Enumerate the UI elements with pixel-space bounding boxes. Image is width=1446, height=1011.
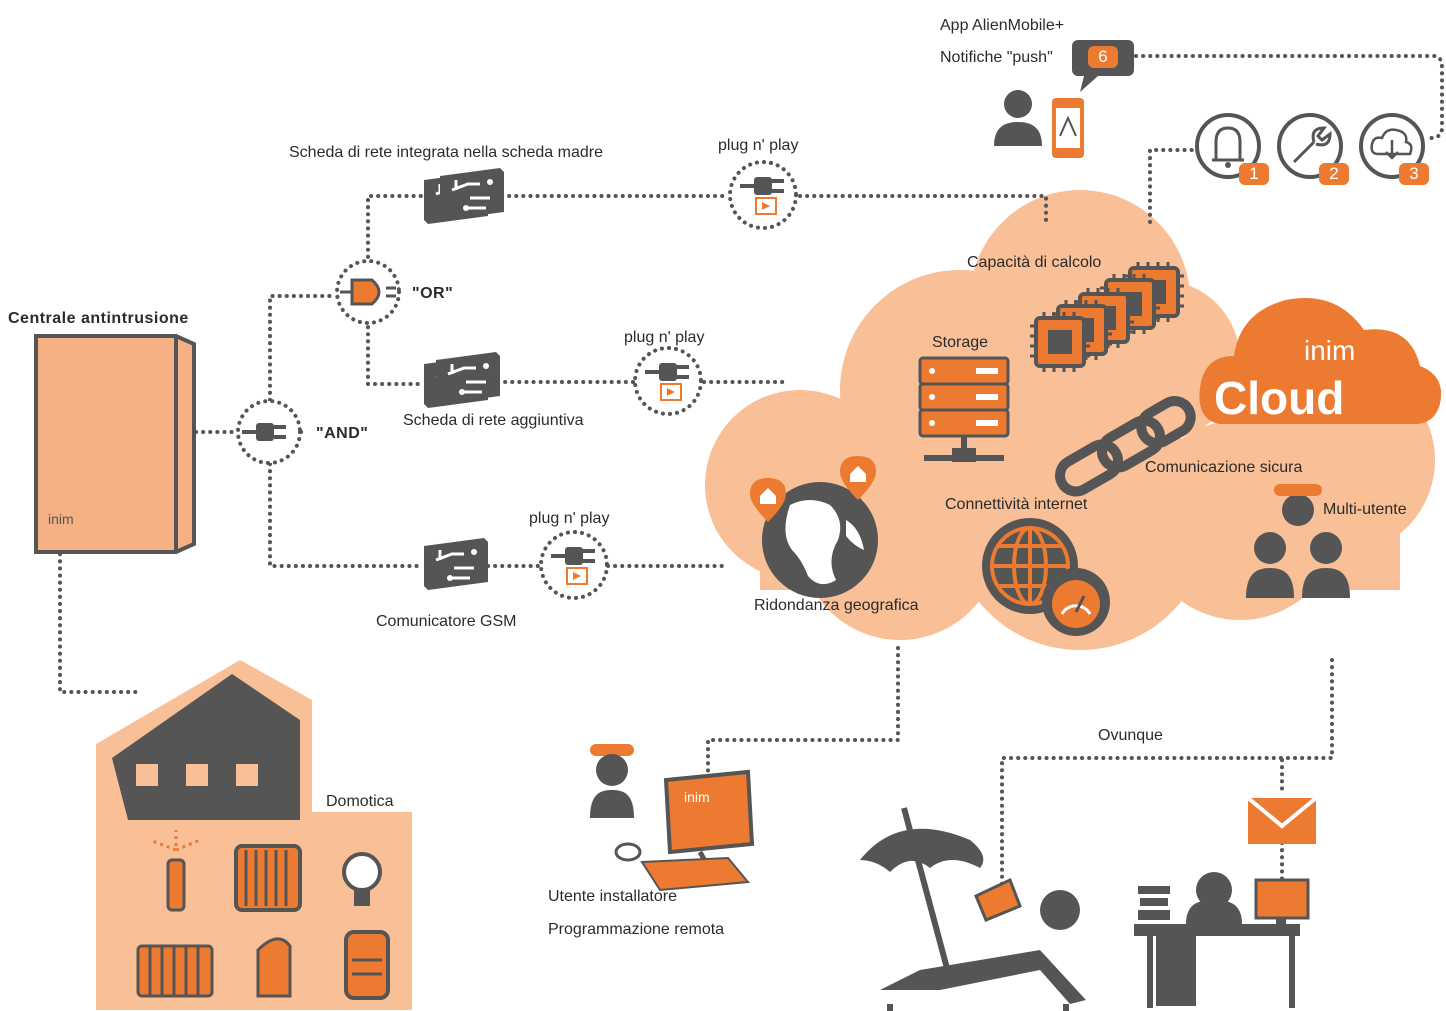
logo-brand-text: inim [1304, 335, 1355, 366]
umbrella-icon [860, 807, 984, 973]
logo-cloud-text: Cloud [1214, 372, 1344, 424]
badge-2: 2 [1319, 163, 1349, 185]
remote-programming-label: Programmazione remota [548, 921, 725, 938]
connectivity-label: Connettività internet [945, 496, 1088, 513]
badge-3: 3 [1399, 163, 1429, 185]
installer-icon [590, 744, 634, 818]
alarm-panel[interactable]: inim [34, 334, 196, 554]
anywhere-label: Ovunque [1098, 727, 1163, 744]
installer-label: Utente installatore [548, 888, 677, 905]
globe-icon [762, 482, 878, 598]
or-label: "OR" [412, 285, 454, 302]
plug-and-play-icon-2 [633, 346, 703, 416]
app-label: App AlienMobile+ [940, 17, 1065, 34]
envelope-icon [1246, 796, 1318, 844]
server-icon [918, 356, 1010, 462]
office-worker-icon [1134, 872, 1310, 1008]
gauge-icon [1042, 568, 1110, 636]
cloud-download-icon [1359, 113, 1425, 179]
gsm-label: Comunicatore GSM [376, 613, 517, 630]
secure-comm-label: Comunicazione sicura [1145, 459, 1303, 476]
inim-cloud-logo: inim Cloud [1199, 298, 1442, 425]
connection-lines [58, 54, 1444, 907]
additional-network-card-icon [422, 350, 502, 410]
plug-and-play-icon-1 [728, 160, 798, 230]
domotics-label: Domotica [326, 793, 394, 810]
sensor-icon [256, 937, 292, 998]
svg-text:inim: inim [684, 789, 710, 805]
storage-label: Storage [932, 334, 989, 351]
integrated-network-card-icon [422, 166, 506, 226]
plug-label-1: plug n' play [718, 137, 799, 154]
house-pin-icon [750, 456, 876, 522]
and-label: "AND" [316, 425, 369, 442]
badge-1: 1 [1239, 163, 1269, 185]
multi-user-icon [1246, 484, 1350, 598]
or-node-icon [335, 259, 401, 325]
sprinkler-icon [149, 830, 201, 912]
additional-card-label: Scheda di rete aggiuntiva [403, 412, 584, 429]
gate-icon [234, 844, 302, 912]
plug-label-2: plug n' play [624, 329, 705, 346]
plug-and-play-icon-3 [539, 530, 609, 600]
multiuser-label: Multi-utente [1323, 501, 1407, 518]
wrench-icon [1277, 113, 1343, 179]
chain-icon [1055, 395, 1196, 497]
radiator-icon [136, 944, 214, 998]
plug-label-3: plug n' play [529, 510, 610, 527]
gsm-communicator-icon [422, 536, 490, 592]
detector-icon [344, 930, 390, 1000]
computing-label: Capacità di calcolo [967, 254, 1102, 271]
panel-title: Centrale antintrusione [8, 310, 189, 327]
push-label: Notifiche "push" [940, 49, 1053, 66]
home-automation-panel [96, 660, 412, 1010]
mobile-user-icon [994, 90, 1084, 158]
integrated-card-label: Scheda di rete integrata nella scheda ma… [289, 144, 603, 161]
redundancy-label: Ridondanza geografica [754, 597, 919, 614]
bulb-icon [342, 852, 382, 906]
bell-icon [1195, 113, 1261, 179]
computer-icon: inim [614, 769, 755, 892]
svg-text:inim: inim [48, 511, 74, 527]
relaxing-person-icon [880, 877, 1086, 1011]
and-node-icon [236, 399, 302, 465]
badge-6: 6 [1088, 46, 1118, 68]
